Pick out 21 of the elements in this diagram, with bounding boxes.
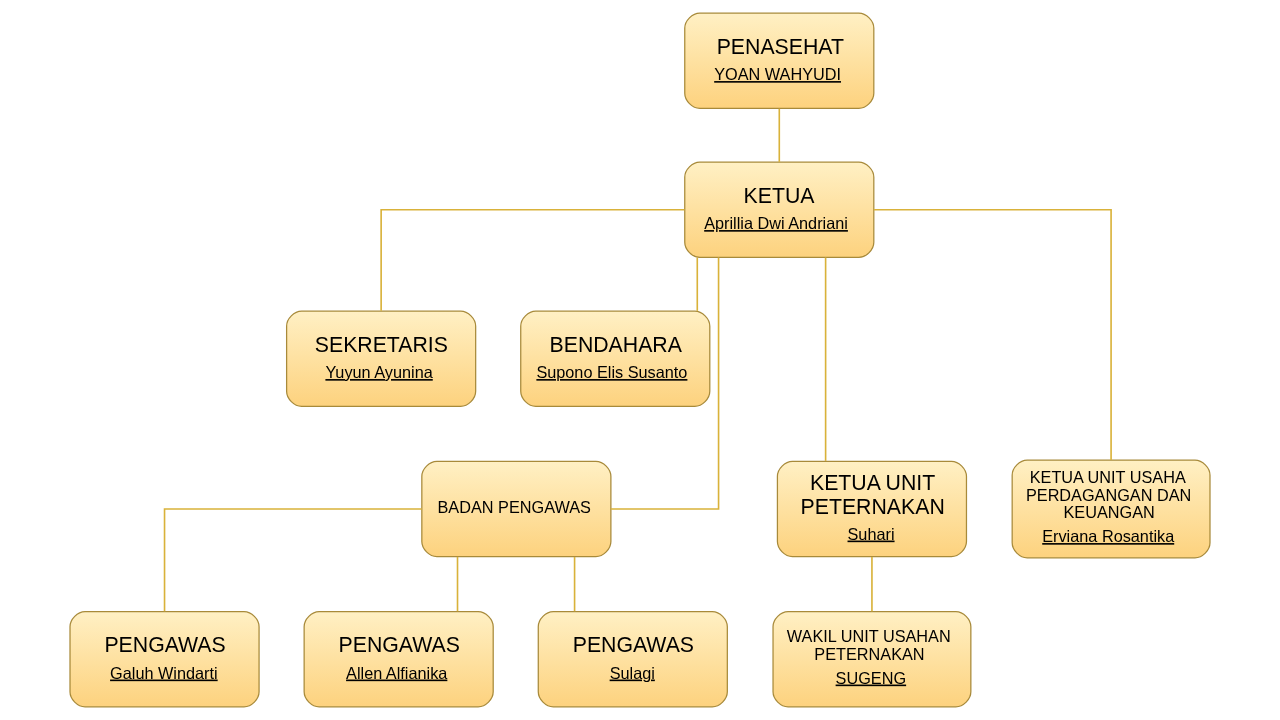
connector [456, 556, 459, 613]
connector [610, 256, 720, 510]
connector [163, 508, 423, 613]
node-box: WAKIL UNIT USAHAN PETERNAKAN SUGENG [772, 611, 972, 708]
connector [873, 208, 1112, 461]
node-box: PENGAWAS Galuh Windarti [69, 611, 260, 708]
node-box: BADAN PENGAWAS [421, 460, 612, 558]
connector [573, 556, 576, 613]
node-box: PENASEHAT YOAN WAHYUDI [684, 12, 875, 109]
node-box: KETUA UNIT USAHA PERDAGANGAN DAN KEUANGAN Erviana Rosantika [1011, 459, 1211, 559]
node-box: PENGAWAS Sulagi [537, 611, 728, 708]
connector [380, 208, 686, 312]
node-box: KETUA Aprillia Dwi Andriani [684, 161, 875, 258]
node-box: BENDAHARA Supono Elis Susanto [520, 310, 711, 407]
connector [871, 556, 873, 613]
connector [778, 107, 781, 163]
node-box: PENGAWAS Allen Alfianika [303, 611, 494, 708]
node-box: SEKRETARIS Yuyun Ayunina [286, 310, 477, 407]
connector [824, 256, 827, 462]
node-box: KETUA UNIT PETERNAKAN Suhari [776, 460, 968, 558]
connector [696, 256, 699, 312]
